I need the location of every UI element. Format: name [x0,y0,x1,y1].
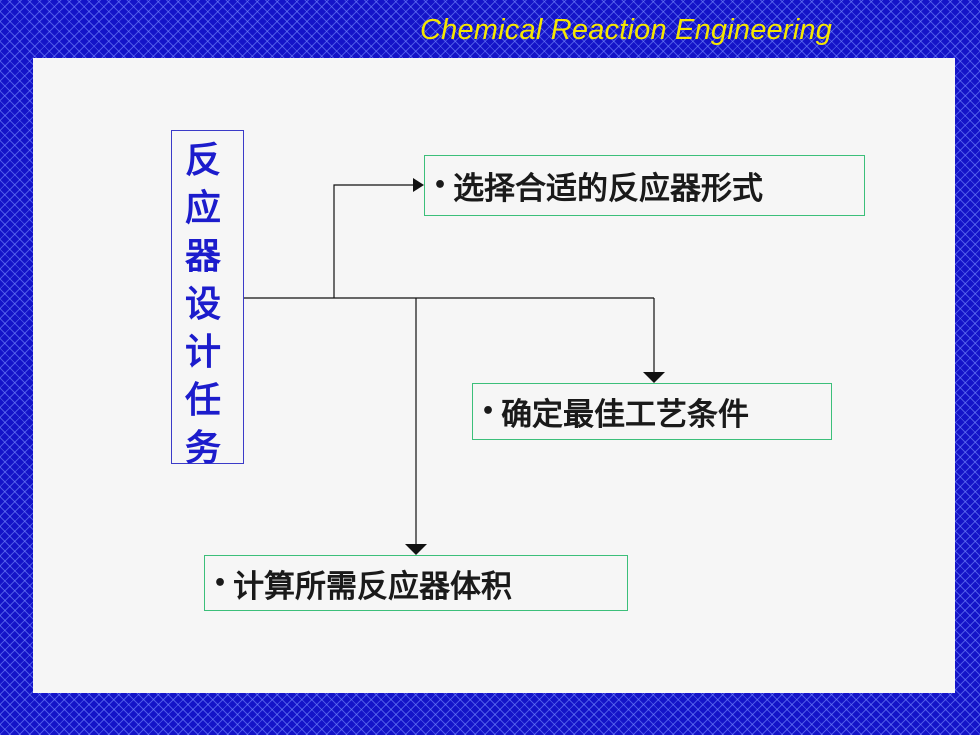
bullet-icon: • [433,173,448,198]
arrowhead-task-1 [413,178,424,192]
task-box-process-conditions: • 确定最佳工艺条件 [472,383,832,440]
main-node-box [171,130,244,464]
task-label: 选择合适的反应器形式 [453,171,764,207]
arrowhead-task-2 [643,372,665,383]
bullet-icon: • [481,399,496,424]
main-node-label: 反应器设计任务 [184,140,221,469]
task-label: 确定最佳工艺条件 [501,397,750,433]
task-box-reactor-volume: • 计算所需反应器体积 [204,555,628,611]
bullet-icon: • [213,570,228,596]
connector-to-task-1 [333,184,414,298]
task-box-reactor-type: • 选择合适的反应器形式 [424,155,865,216]
arrowhead-task-3 [405,544,427,555]
task-label: 计算所需反应器体积 [233,568,513,605]
header-title: Chemical Reaction Engineering [420,14,833,46]
